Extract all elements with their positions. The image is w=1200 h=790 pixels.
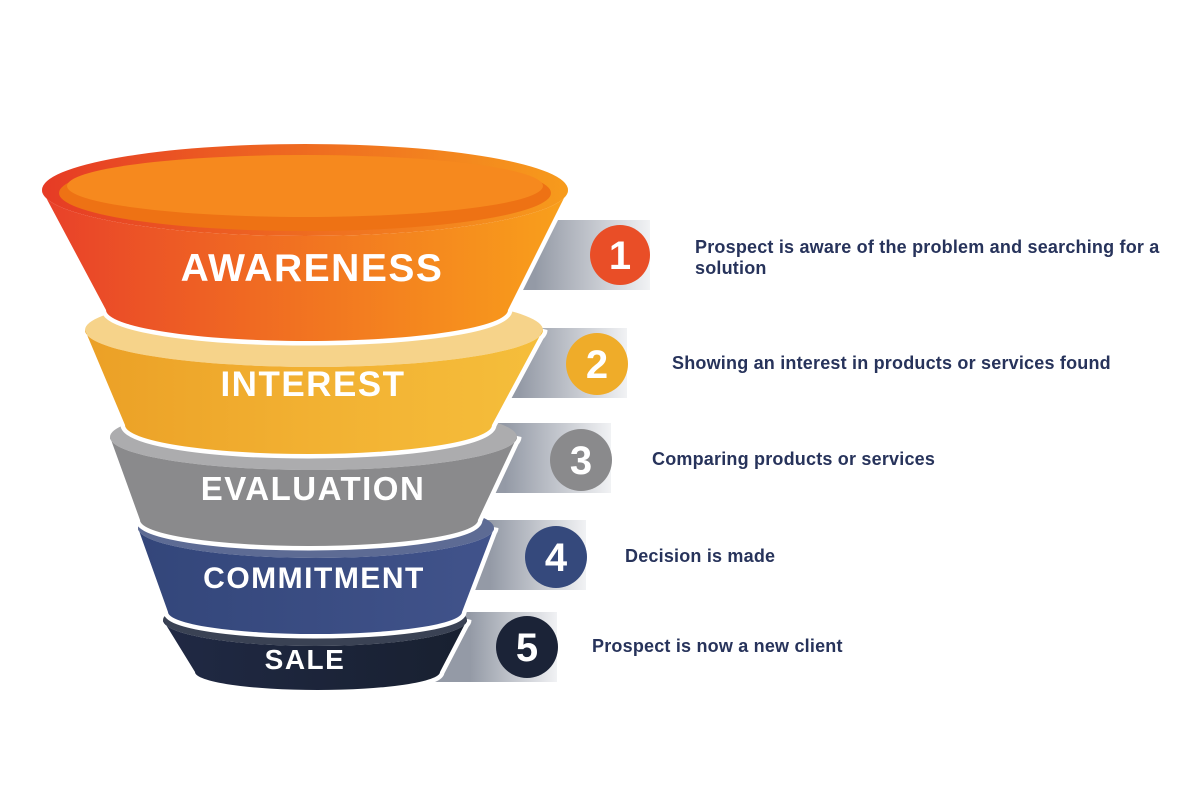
- stage-awareness-bowl: [67, 155, 543, 217]
- funnel-stage-awareness: AWARENESS: [37, 144, 573, 346]
- step-circle-2: 2: [566, 333, 628, 395]
- step-description-3: Comparing products or services: [652, 449, 936, 469]
- step-circle-5: 5: [496, 616, 558, 678]
- step-number-4: 4: [545, 536, 568, 580]
- step-circle-3-shape: [550, 429, 612, 491]
- step-circle-5-shape: [496, 616, 558, 678]
- step-description-5: Prospect is now a new client: [592, 636, 843, 656]
- stage-sale-label: SALE: [265, 644, 346, 675]
- step-circle-3: 3: [550, 429, 612, 491]
- stage-commitment-body: [138, 528, 494, 634]
- step-description-2: Showing an interest in products or servi…: [672, 353, 1111, 373]
- step-description-1: Prospect is aware of the problem and sea…: [695, 237, 1160, 278]
- stage-sale-body: [163, 620, 467, 690]
- step-number-1: 1: [609, 234, 631, 278]
- step-circle-1: 1: [590, 225, 650, 285]
- step-circle-4-shape: [525, 526, 587, 588]
- stage-awareness-label: AWARENESS: [181, 247, 444, 290]
- step-number-3: 3: [570, 439, 592, 483]
- step-description-4: Decision is made: [625, 546, 776, 566]
- stage-evaluation-label: EVALUATION: [201, 470, 426, 507]
- stage-awareness-body: [42, 190, 568, 341]
- stage-evaluation-body: [110, 437, 517, 546]
- funnel-stage-interest: INTEREST: [80, 293, 548, 459]
- step-circle-1-shape: [590, 225, 650, 285]
- step-number-2: 2: [586, 343, 608, 387]
- step-number-5: 5: [516, 626, 538, 670]
- stage-commitment-label: COMMITMENT: [203, 562, 425, 595]
- stage-interest-body: [85, 330, 543, 454]
- stage-interest-label: INTEREST: [220, 365, 405, 404]
- step-circle-4: 4: [525, 526, 587, 588]
- step-circle-2-shape: [566, 333, 628, 395]
